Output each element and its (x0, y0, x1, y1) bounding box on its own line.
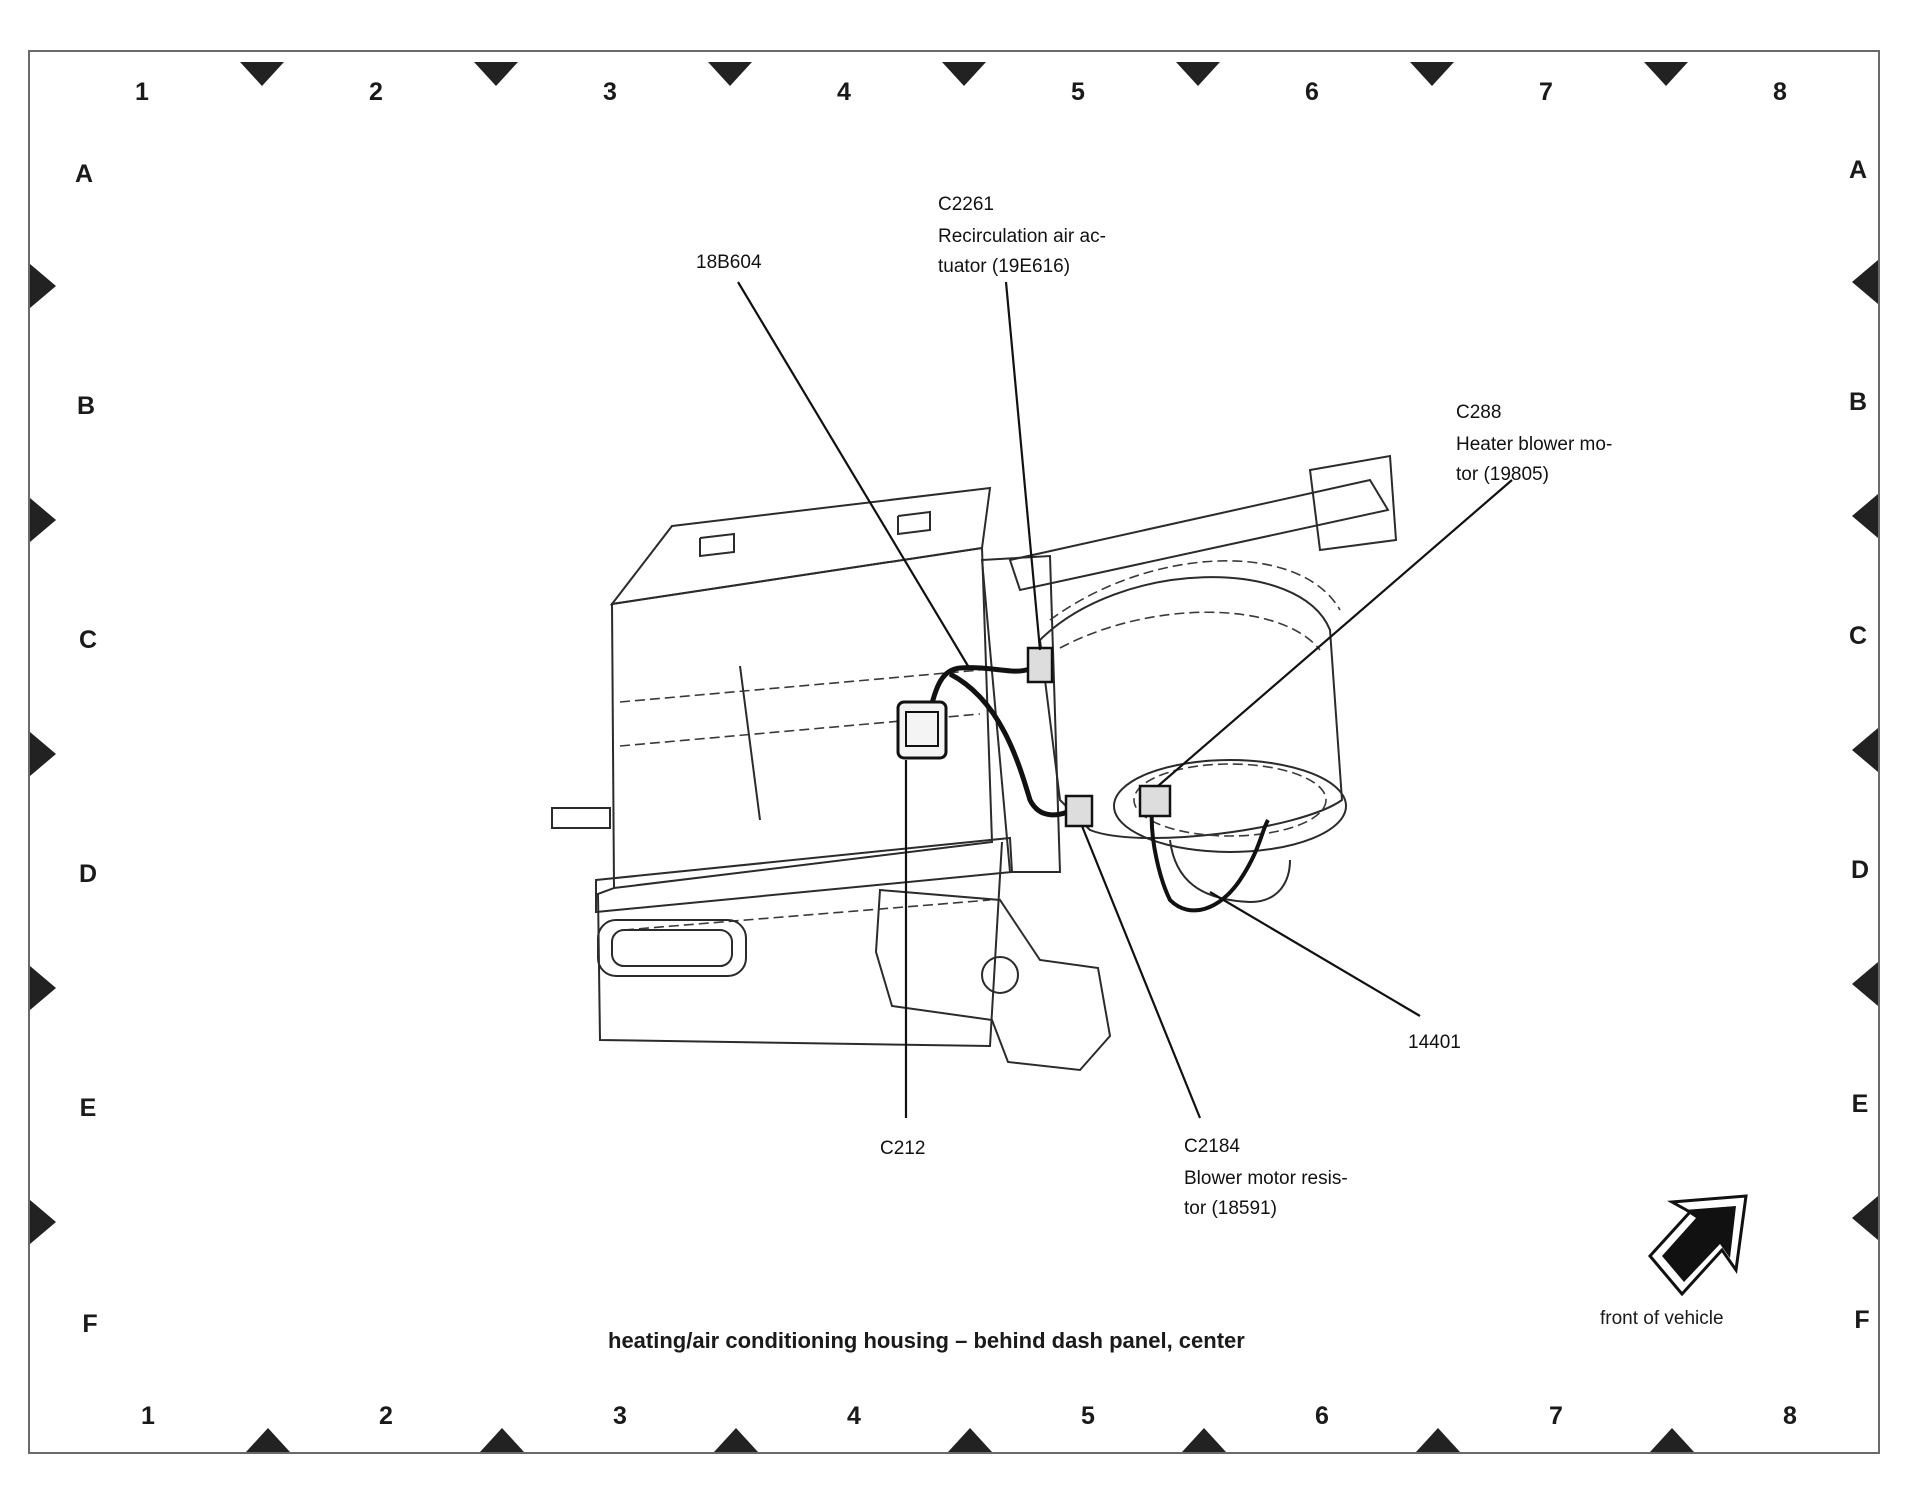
grid-row-right-d: D (1850, 856, 1870, 884)
grid-col-top-3: 3 (603, 78, 617, 106)
leader-18b604 (737, 281, 969, 667)
connector-c212 (896, 700, 948, 760)
leader-14401 (1209, 891, 1421, 1017)
front-of-vehicle-label: front of vehicle (1600, 1308, 1724, 1329)
grid-col-bottom-6: 6 (1315, 1402, 1329, 1430)
grid-col-bottom-4: 4 (847, 1402, 861, 1430)
callout-c2261-id: C2261 (938, 194, 994, 215)
callout-c2184-id: C2184 (1184, 1136, 1240, 1157)
grid-col-top-1: 1 (135, 78, 149, 106)
grid-row-right-a: A (1848, 156, 1868, 184)
grid-row-left-b: B (76, 392, 96, 420)
grid-col-bottom-3: 3 (613, 1402, 627, 1430)
grid-col-bottom-5: 5 (1081, 1402, 1095, 1430)
callout-c2261-desc-1: Recirculation air ac- (938, 226, 1106, 247)
callout-c212-id: C212 (880, 1138, 926, 1159)
grid-col-bottom-1: 1 (141, 1402, 155, 1430)
callout-14401-id: 14401 (1408, 1032, 1461, 1053)
blower-motor-scroll (1008, 454, 1398, 904)
connector-c288 (1138, 784, 1172, 818)
grid-row-right-e: E (1851, 1090, 1869, 1118)
grid-col-top-8: 8 (1773, 78, 1787, 106)
grid-col-top-2: 2 (369, 78, 383, 106)
diagram-frame (28, 50, 1880, 1454)
grid-row-right-c: C (1848, 622, 1868, 650)
leader-c2184 (1080, 825, 1202, 1119)
grid-row-left-f: F (82, 1310, 98, 1338)
grid-row-left-e: E (79, 1094, 97, 1122)
grid-row-left-a: A (74, 160, 94, 188)
grid-row-left-d: D (78, 860, 98, 888)
grid-row-right-f: F (1854, 1306, 1870, 1334)
grid-row-left-c: C (78, 626, 98, 654)
heater-core-case (551, 486, 1014, 1048)
grid-col-bottom-2: 2 (379, 1402, 393, 1430)
callout-c288-desc-1: Heater blower mo- (1456, 434, 1613, 455)
grid-border-markers (30, 62, 1878, 1452)
grid-col-bottom-7: 7 (1549, 1402, 1563, 1430)
callout-c2184-desc-2: tor (18591) (1184, 1198, 1277, 1219)
callout-c2261-desc-2: tuator (19E616) (938, 256, 1071, 277)
grid-col-top-6: 6 (1305, 78, 1319, 106)
connector-c2261 (1026, 646, 1054, 684)
grid-col-top-4: 4 (837, 78, 851, 106)
front-direction-arrow-icon (1648, 1194, 1748, 1297)
grid-col-bottom-8: 8 (1783, 1402, 1797, 1430)
callout-18b604-id: 18B604 (696, 252, 762, 273)
diagram-caption: heating/air conditioning housing – behin… (608, 1328, 1245, 1353)
wiring-harness-18b604 (927, 665, 1270, 913)
callout-c288-id: C288 (1456, 402, 1502, 423)
callout-c2184-desc-1: Blower motor resis- (1184, 1168, 1348, 1189)
grid-col-top-7: 7 (1539, 78, 1553, 106)
grid-row-right-b: B (1848, 388, 1868, 416)
plenum-outlet (874, 554, 1112, 1072)
leader-c2261 (1004, 281, 1042, 651)
grid-col-top-5: 5 (1071, 78, 1085, 106)
leader-c288 (1157, 479, 1513, 787)
connector-c2184 (1064, 794, 1094, 828)
callout-c288-desc-2: tor (19805) (1456, 464, 1549, 485)
